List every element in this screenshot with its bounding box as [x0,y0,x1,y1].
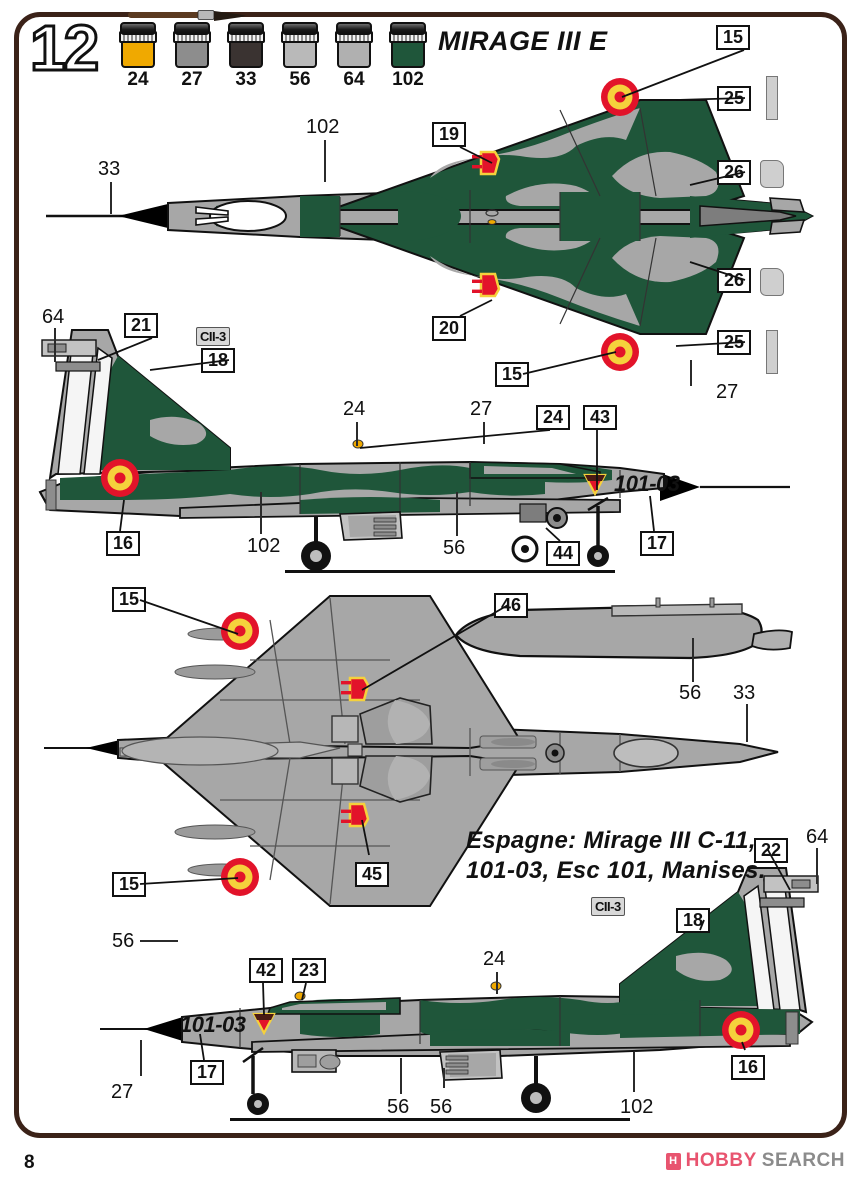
kit-title: MIRAGE III E [438,26,608,56]
paint-code: 33 [235,69,257,90]
paint-pot-64: 64 [334,22,374,89]
paint-code: 64 [343,69,365,90]
paint-pot-27: 27 [172,22,212,89]
decal-callout-45-under-flag-lower: 45 [355,862,390,887]
paint-callout-33-9: 33 [733,682,756,704]
paint-callout-56-14: 56 [387,1096,410,1118]
paint-callout-102-6: 102 [247,535,281,557]
paint-code: 24 [127,69,149,90]
leader-line [356,422,358,446]
decal-callout-18-fin-code-right: 18 [676,908,711,933]
paint-pot-24: 24 [118,22,158,89]
paint-callout-56-10: 56 [112,930,135,952]
aircraft-serial-left: 101-03 [614,471,680,496]
ground-line-left-side [285,570,615,573]
caption-line-2: 101-03, Esc 101, Manises. [466,857,766,884]
paint-pot-56: 56 [280,22,320,89]
step-number: 12 [28,12,100,84]
watermark-logo-icon: H [665,1152,681,1170]
leader-line [400,1058,402,1094]
decal-callout-17-serial-right: 17 [190,1060,225,1085]
decal-callout-25-upper-right: 25 [717,86,752,111]
leader-line [260,492,262,534]
caption-line-1: Espagne: Mirage III C-11, [466,827,756,854]
decal-callout-24-spine: 24 [536,405,571,430]
stencil-no-step-4 [766,330,778,374]
decal-chip-cii3-left: CII-3 [196,327,230,346]
leader-line [690,360,692,386]
leader-line [324,140,326,182]
leader-line [633,1052,635,1092]
paint-callout-64-3: 64 [42,306,65,328]
decal-callout-16-roundel-right: 16 [731,1055,766,1080]
leader-line [443,1068,445,1088]
leader-line [496,972,498,994]
decal-callout-15-underwing-upper: 15 [112,587,147,612]
stencil-no-step-3 [760,268,784,296]
paint-callout-102-0: 102 [306,116,340,138]
decal-callout-20-lowerwing-flag: 20 [432,316,467,341]
decal-callout-15-underwing-lower: 15 [112,872,147,897]
paint-code: 56 [289,69,311,90]
page-number: 8 [24,1152,35,1173]
paint-pot-33: 33 [226,22,266,89]
decal-callout-15-topwing-left: 15 [495,362,530,387]
paint-callout-27-5: 27 [470,398,493,420]
decal-callout-46-under-flag-upper: 46 [494,593,529,618]
scheme-caption: Espagne: Mirage III C-11, 101-03, Esc 10… [466,826,766,886]
paint-callout-27-13: 27 [111,1081,134,1103]
decal-callout-43-nose-triangle: 43 [583,405,618,430]
decal-callout-23-spine-right: 23 [292,958,327,983]
decal-chip-cii3-right: CII-3 [591,897,625,916]
paint-callout-56-8: 56 [679,682,702,704]
paint-callout-56-7: 56 [443,537,466,559]
watermark-text-search: SEARCH [761,1150,845,1171]
paint-callout-24-11: 24 [483,948,506,970]
leader-line [746,704,748,742]
paint-callout-102-16: 102 [620,1096,654,1118]
decal-callout-17-serial: 17 [640,531,675,556]
leader-line [456,492,458,536]
ground-line-right-side [230,1118,630,1121]
leader-line [483,422,485,444]
decal-callout-16-fuselage-roundel: 16 [106,531,141,556]
leader-line [692,638,694,682]
decal-callout-21-fin: 21 [124,313,159,338]
paint-code: 27 [181,69,203,90]
decal-callout-25-lower-right: 25 [717,330,752,355]
decal-callout-42-nose-triangle-right: 42 [249,958,284,983]
hobby-search-watermark: H HOBBY SEARCH [665,1150,845,1172]
stencil-no-step-1 [766,76,778,120]
paint-pot-row: 24 27 33 56 64 102 [118,22,428,89]
decal-callout-26-upper-right: 26 [717,160,752,185]
leader-line [140,940,178,942]
decal-callout-44-intake: 44 [546,541,581,566]
paint-callout-56-15: 56 [430,1096,453,1118]
decal-callout-15-topwing-right: 15 [716,25,751,50]
paint-callout-33-1: 33 [98,158,121,180]
decal-callout-18-fin-code: 18 [201,348,236,373]
leader-line [816,848,818,884]
paint-code: 102 [392,69,424,90]
aircraft-serial-right: 101-03 [180,1012,246,1037]
leader-line [110,182,112,214]
paint-pot-102: 102 [388,22,428,89]
leader-line [54,328,56,362]
paint-brush-icon [128,10,246,21]
watermark-text-hobby: HOBBY [685,1150,757,1171]
stencil-no-step-2 [760,160,784,188]
paint-callout-24-4: 24 [343,398,366,420]
leader-line [140,1040,142,1076]
decal-callout-26-lower-right: 26 [717,268,752,293]
paint-callout-27-2: 27 [716,381,739,403]
paint-callout-64-12: 64 [806,826,829,848]
decal-callout-19-topwing-flag: 19 [432,122,467,147]
